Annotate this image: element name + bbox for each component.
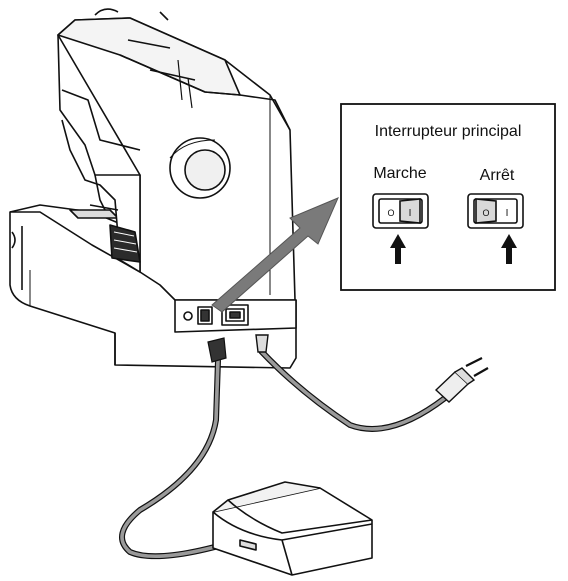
switch-label-on: Marche: [373, 165, 426, 182]
switch-mark-i-on: I: [409, 208, 412, 219]
switch-label-off: Arrêt: [480, 167, 515, 184]
inset-title: Interrupteur principal: [375, 123, 522, 140]
switch-mark-i-off: I: [506, 208, 509, 219]
power-switch-icon: [468, 194, 523, 228]
power-switch-icon: [373, 194, 428, 228]
switch-mark-o-on: O: [387, 208, 394, 218]
power-plug-icon: [436, 358, 488, 402]
switch-mark-o-off: O: [482, 208, 489, 218]
main-switch-inset: Interrupteur principal Marche O I Arrêt …: [341, 104, 555, 290]
sewing-machine-icon: [10, 9, 296, 368]
foot-pedal-icon: [213, 482, 372, 575]
